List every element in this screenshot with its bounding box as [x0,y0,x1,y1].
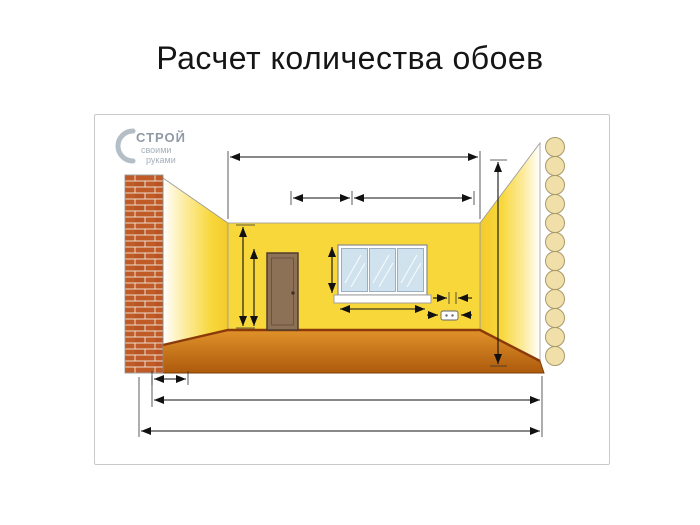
baseboard [162,328,541,363]
wallpaper-calculation-diagram: СТРОЙ своими руками [94,114,610,465]
window-pane [397,248,424,292]
window [333,244,432,304]
door-handle [291,291,295,295]
logo-crescent-icon [115,128,136,164]
left-wall [162,177,229,346]
brick-wall [124,174,164,374]
log-wall [545,137,565,366]
page-title: Расчет количества обоев [156,40,544,76]
floor [151,329,545,374]
dimension-arrows [138,151,543,437]
logo-text-3: руками [146,155,176,165]
window-pane [369,248,396,292]
logo: СТРОЙ своими руками [115,128,186,165]
room-unfold-drawing: СТРОЙ своими руками [115,128,565,437]
power-outlet [440,310,459,321]
logo-text-2: своими [141,145,171,155]
window-sill [333,294,432,304]
door [266,252,299,331]
logo-text-1: СТРОЙ [136,130,186,145]
window-pane [341,248,368,292]
window-glass-reflections [344,254,422,288]
right-wall [479,141,541,362]
